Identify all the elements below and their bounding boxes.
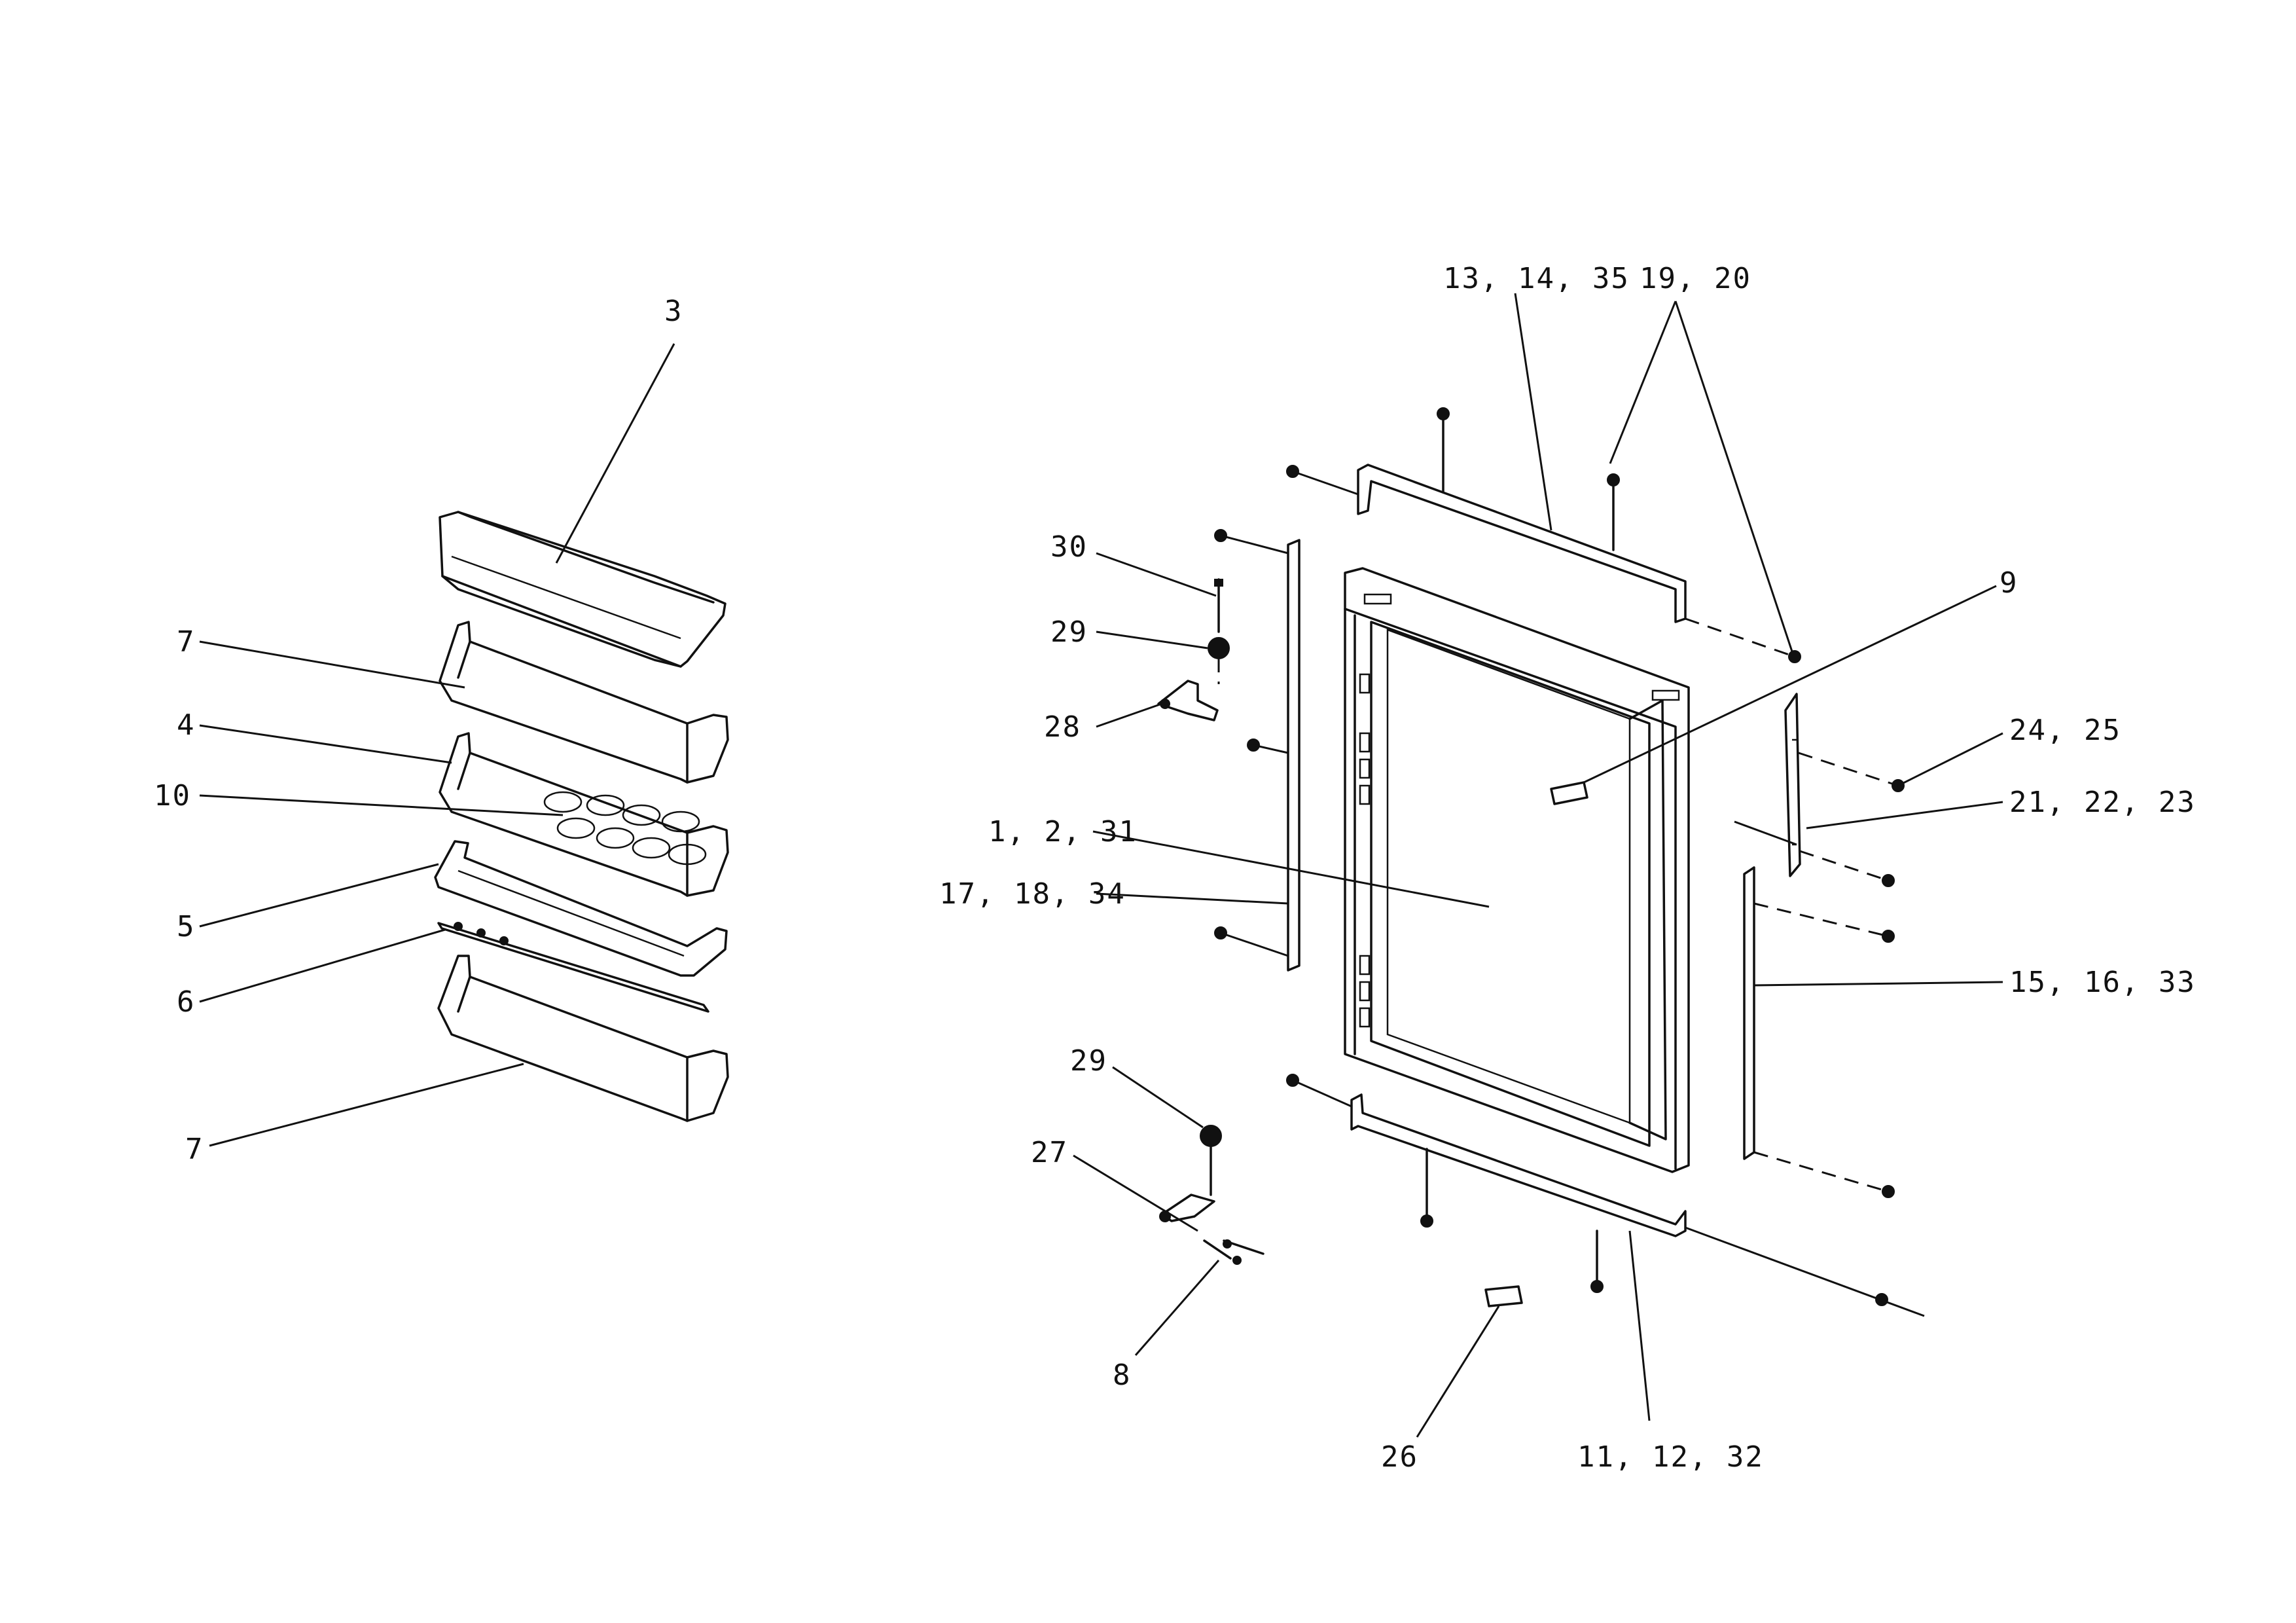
callout-15-16-33: 15, 16, 33 [2009,966,2196,999]
door-bin-bottom-part [437,955,729,1122]
retainer-strip-part [437,922,709,1013]
door-frame-part [1344,567,1690,1173]
upper-hinge-part [1157,680,1219,721]
bottom-trim-part [1350,1093,1687,1237]
frame-screws [1214,407,1905,1306]
callout-26: 26 [1381,1440,1418,1474]
callout-19-20: 19, 20 [1640,262,1751,295]
lower-hinge-part [1159,1125,1265,1265]
callout-17-18-34: 17, 18, 34 [939,877,1126,911]
callout-10: 10 [154,779,191,812]
callout-21-22-23: 21, 22, 23 [2009,786,2196,819]
callout-30: 30 [1050,530,1088,564]
callout-6: 6 [177,985,196,1019]
callout-7-bottom: 7 [185,1133,204,1166]
bottle-rail-part [434,840,728,977]
callout-9: 9 [2000,566,2018,600]
callout-7-top: 7 [177,625,196,659]
callout-1-2-31: 1, 2, 31 [988,815,1138,848]
callout-24-25: 24, 25 [2009,714,2121,747]
callout-3: 3 [664,295,683,328]
right-upper-trim-part [1784,693,1801,877]
callout-29-lower: 29 [1070,1044,1107,1078]
callout-11-12-32: 11, 12, 32 [1577,1440,1764,1474]
right-lower-trim-part [1743,866,1755,1160]
door-bin-top-part [439,621,729,784]
callout-4: 4 [177,708,196,742]
callout-8: 8 [1113,1359,1132,1392]
callout-29-upper: 29 [1050,615,1088,649]
bottom-clip-part [1484,1285,1523,1307]
shelf-cover-part [439,511,726,668]
upper-hinge-pin-part [1208,578,1230,684]
callout-27: 27 [1031,1136,1068,1169]
callout-5: 5 [177,910,196,943]
door-clip-part [1550,781,1588,805]
callout-13-14-35: 13, 14, 35 [1443,262,1630,295]
top-trim-part [1357,464,1687,623]
callout-28: 28 [1044,710,1081,744]
egg-bin-part [439,732,729,897]
egg-tray-part [543,791,707,866]
left-vertical-trim-part [1287,539,1300,972]
